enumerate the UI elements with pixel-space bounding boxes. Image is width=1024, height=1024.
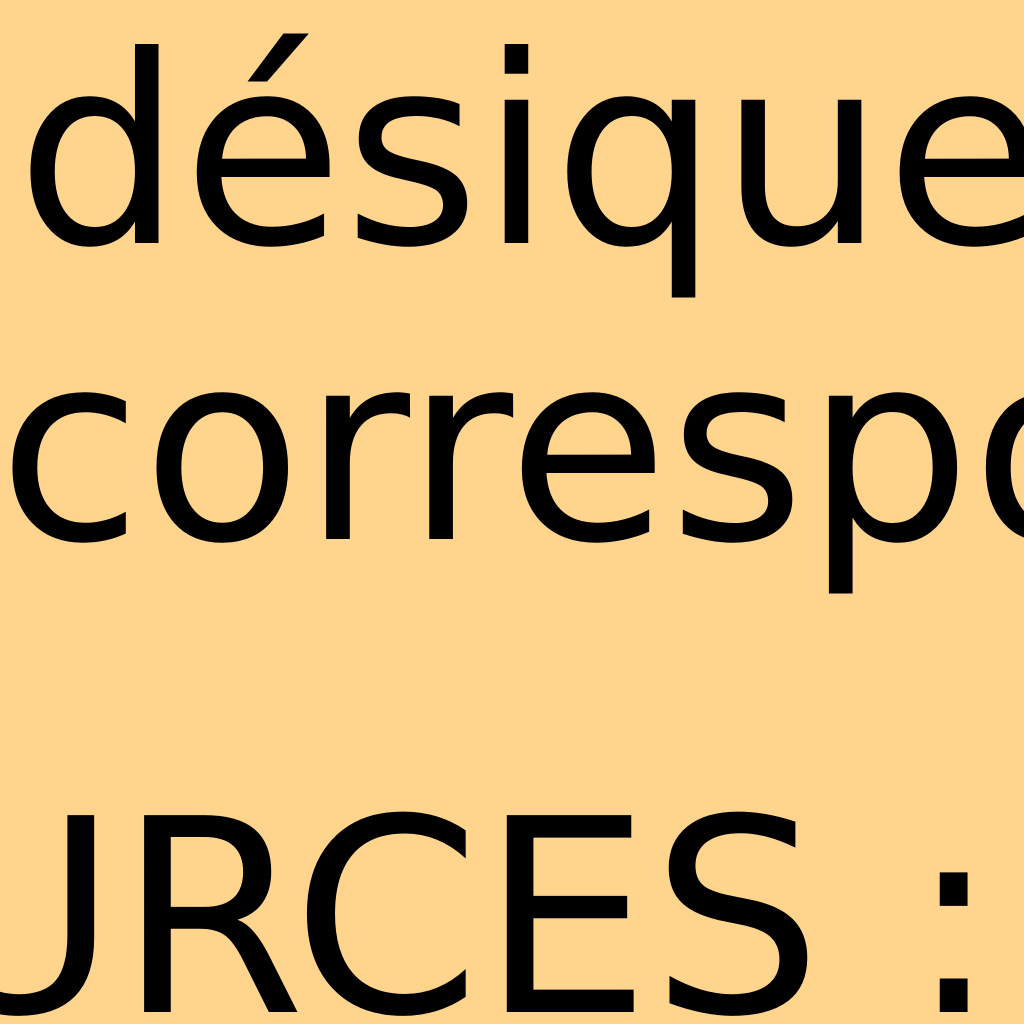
text-line-correspo: correspo	[0, 296, 1024, 601]
text-line-desique: désique	[16, 0, 1024, 305]
text-line-urces: URCES :	[0, 761, 1000, 1024]
